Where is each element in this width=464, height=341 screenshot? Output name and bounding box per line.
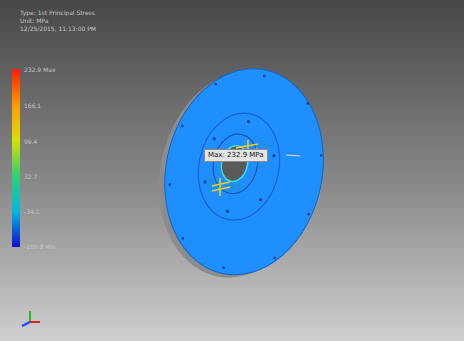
axis-triad bbox=[22, 311, 40, 326]
probe-callout: Max: 232.9 MPa bbox=[204, 149, 268, 162]
scale-value: 32.7 bbox=[24, 173, 37, 180]
scale-value: -34.1 bbox=[24, 208, 40, 215]
result-type: Type: 1st Principal Stress bbox=[20, 9, 95, 16]
brake-disc bbox=[140, 53, 342, 294]
scale-value: 232.9 Max bbox=[24, 66, 56, 73]
scale-value: -100.8 Min bbox=[24, 243, 56, 250]
probe-leader bbox=[286, 155, 300, 156]
scale-value: 166.1 bbox=[24, 102, 41, 109]
result-unit: Unit: MPa bbox=[20, 17, 48, 24]
scale-value: 99.4 bbox=[24, 138, 37, 145]
callout-text: Max: 232.9 MPa bbox=[208, 151, 264, 160]
color-scale-bar bbox=[12, 69, 20, 247]
timestamp: 12/25/2015, 11:13:00 PM bbox=[20, 25, 96, 32]
